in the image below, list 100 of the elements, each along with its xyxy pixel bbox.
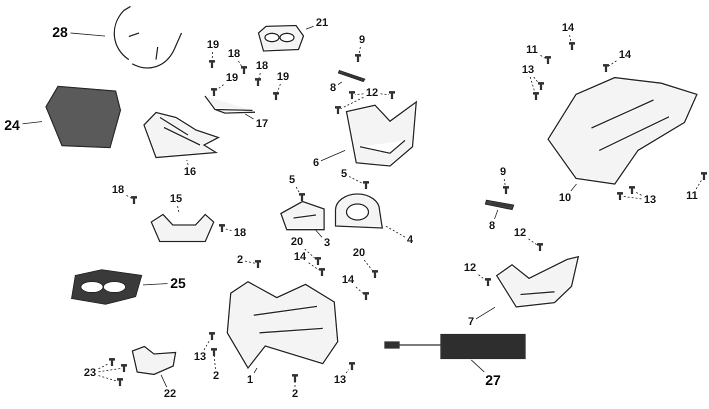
callout-number: 10	[556, 191, 574, 205]
callout-number: 18	[110, 183, 126, 197]
screw-drawing	[349, 362, 355, 370]
leader-line	[384, 225, 406, 238]
callout-number: 14	[560, 21, 576, 35]
screw-drawing	[389, 91, 395, 99]
screw-drawing	[349, 91, 355, 99]
callout-number: 8	[328, 81, 338, 95]
callout-number: 14	[292, 250, 308, 264]
leader-line	[254, 368, 258, 374]
leader-line	[214, 356, 216, 370]
callout-number: 20	[288, 235, 306, 249]
callout-number: 8	[487, 219, 497, 233]
callout-number: 5	[339, 167, 349, 181]
callout-number: 9	[498, 165, 508, 179]
leader-line	[315, 230, 322, 238]
screw-drawing	[315, 257, 321, 265]
leader-line	[304, 248, 316, 259]
leader-line	[364, 260, 372, 271]
leader-line	[98, 368, 122, 372]
callout-number: 24	[2, 117, 22, 133]
leader-line	[177, 206, 180, 214]
callout-number: 9	[357, 33, 367, 47]
screw-drawing	[241, 66, 247, 74]
leader-line	[204, 340, 210, 350]
callout-number: 13	[642, 193, 658, 207]
leader-line	[160, 374, 168, 388]
callout-number: 11	[524, 43, 540, 57]
leader-line	[348, 176, 364, 184]
callout-number: 23	[82, 366, 98, 380]
screw-drawing	[701, 172, 707, 180]
screw-drawing	[503, 186, 509, 194]
callout-number: 28	[50, 24, 70, 40]
reflector-strip-drawing	[338, 68, 366, 82]
leader-line	[540, 54, 546, 59]
leader-line	[258, 72, 261, 78]
screw-drawing	[121, 364, 127, 372]
callout-number: 3	[322, 236, 332, 250]
screw-drawing	[292, 374, 298, 382]
leader-line	[696, 180, 702, 190]
callout-number: 6	[311, 156, 321, 170]
leader-line	[216, 84, 224, 90]
screw-drawing	[363, 292, 369, 300]
callout-number: 13	[192, 350, 208, 364]
screw-drawing	[485, 278, 491, 286]
callout-number: 19	[274, 70, 292, 84]
leader-line	[346, 369, 350, 374]
screw-drawing	[211, 348, 217, 356]
leader-line	[98, 363, 110, 370]
leader-line	[338, 82, 342, 86]
screw-drawing	[545, 56, 551, 64]
leader-line	[380, 93, 390, 96]
callout-number: 17	[254, 117, 270, 131]
callout-number: 15	[168, 192, 184, 206]
leader-line	[504, 178, 506, 186]
leader-line	[528, 238, 538, 246]
screw-drawing	[533, 92, 539, 100]
screw-drawing	[255, 260, 261, 268]
callout-number: 18	[226, 47, 242, 61]
callout-number: 25	[168, 275, 188, 291]
callout-number: 2	[211, 369, 221, 383]
callout-number: 5	[287, 173, 297, 187]
leader-line	[98, 375, 118, 382]
screw-drawing	[363, 181, 369, 189]
leader-line	[306, 26, 314, 30]
leader-line	[476, 306, 496, 320]
screw-drawing	[109, 358, 115, 366]
screw-drawing	[319, 268, 325, 276]
callout-number: 14	[340, 273, 356, 287]
callout-number: 12	[512, 226, 528, 240]
callout-number: 1	[245, 373, 255, 387]
screw-drawing	[603, 64, 609, 72]
callout-number: 4	[405, 233, 415, 247]
leader-line	[354, 93, 364, 96]
leader-line	[126, 194, 132, 199]
screw-drawing	[255, 78, 261, 86]
leader-line	[238, 60, 242, 66]
leader-line	[530, 76, 536, 92]
bracket-drawing	[130, 345, 178, 375]
front-inner-panel-drawing	[345, 102, 420, 166]
screw-drawing	[209, 60, 215, 68]
leader-line	[358, 46, 361, 54]
screw-drawing	[299, 193, 305, 201]
leader-line	[569, 34, 572, 42]
leader-line	[320, 150, 346, 162]
rear-inner-panel-drawing	[495, 254, 580, 308]
callout-number: 13	[520, 63, 536, 77]
leader-line	[340, 96, 364, 109]
leader-line	[212, 52, 214, 60]
reflector-strip-drawing	[485, 198, 515, 210]
screw-drawing	[209, 332, 215, 340]
callout-number: 18	[232, 226, 248, 240]
callout-number: 2	[290, 387, 300, 401]
callout-number: 18	[254, 59, 270, 73]
callout-number: 13	[332, 373, 348, 387]
leader-line	[224, 228, 232, 232]
screw-drawing	[537, 243, 543, 251]
callout-number: 22	[162, 387, 178, 401]
leader-line	[622, 196, 642, 200]
leader-line	[186, 160, 189, 166]
